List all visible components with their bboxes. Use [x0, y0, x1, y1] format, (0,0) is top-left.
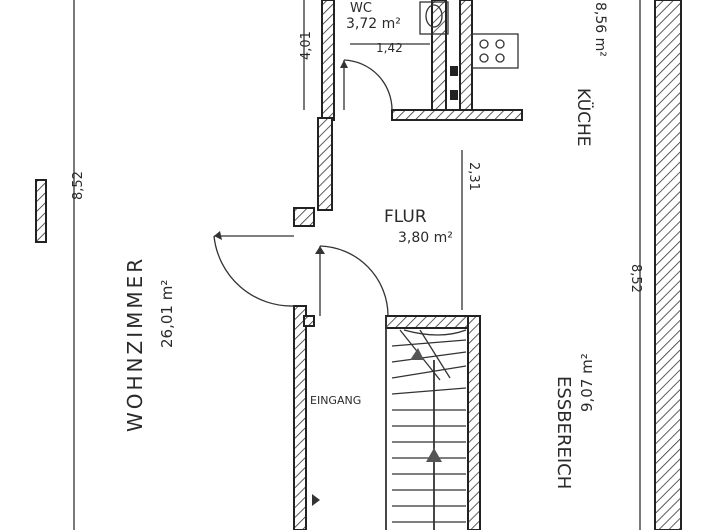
kueche-label: KÜCHE: [573, 88, 595, 147]
wc-area: 3,72 m²: [346, 16, 401, 32]
essbereich-length-dimension: 8,52: [628, 264, 643, 293]
eingang-label: EINGANG: [310, 394, 361, 407]
wohnzimmer-area: 26,01 m²: [158, 280, 176, 348]
burner-icon: [495, 53, 505, 63]
toilet-bowl-icon: [425, 4, 443, 28]
corridor-wall-lower: [293, 305, 307, 530]
flur-area: 3,80 m²: [398, 230, 453, 246]
living-door-swing: [213, 235, 295, 307]
window-marker: [35, 179, 47, 243]
wc-width-dimension: 1,42: [376, 41, 403, 55]
stair-top-wall: [385, 315, 481, 329]
wc-left-wall: [321, 0, 335, 121]
wc-right-wall: [431, 0, 447, 111]
entrance-arrow-icon: [312, 494, 320, 506]
door-jamb-lower: [303, 315, 315, 327]
arrow-icon: [340, 60, 348, 68]
kueche-area: 8,56 m²: [592, 2, 608, 57]
wc-bottom-wall: [391, 109, 523, 121]
fixture-icon: [450, 66, 458, 76]
flur-label: FLUR: [384, 207, 427, 227]
exterior-wall-right: [654, 0, 682, 530]
burner-icon: [479, 53, 489, 63]
wohnzimmer-label: WOHNZIMMER: [123, 256, 147, 432]
arrow-icon: [214, 231, 222, 240]
wc-depth-dimension: 4,01: [299, 31, 314, 60]
wohnzimmer-length-dimension: 8,52: [71, 171, 86, 200]
essbereich-label: ESSBEREICH: [553, 376, 574, 489]
stove-icon: [471, 33, 519, 69]
stair-right-wall: [467, 315, 481, 530]
stair-arrow-icon: [426, 448, 442, 462]
corridor-door-swing: [319, 245, 389, 317]
burner-icon: [479, 39, 489, 49]
wc-label: WC: [350, 1, 372, 16]
toilet-icon: [419, 1, 449, 35]
burner-icon: [495, 39, 505, 49]
fixture-icon: [450, 90, 458, 100]
wc-door-swing: [343, 59, 393, 111]
arrow-icon: [315, 246, 325, 254]
flur-width-dimension: 2,31: [466, 162, 481, 191]
kitchen-left-wall: [459, 0, 473, 111]
essbereich-area: 9,07 m²: [578, 353, 596, 412]
door-jamb-upper: [293, 207, 315, 227]
stair-arrow-icon: [410, 348, 424, 360]
staircase: [391, 329, 467, 530]
corridor-wall-upper: [317, 117, 333, 211]
